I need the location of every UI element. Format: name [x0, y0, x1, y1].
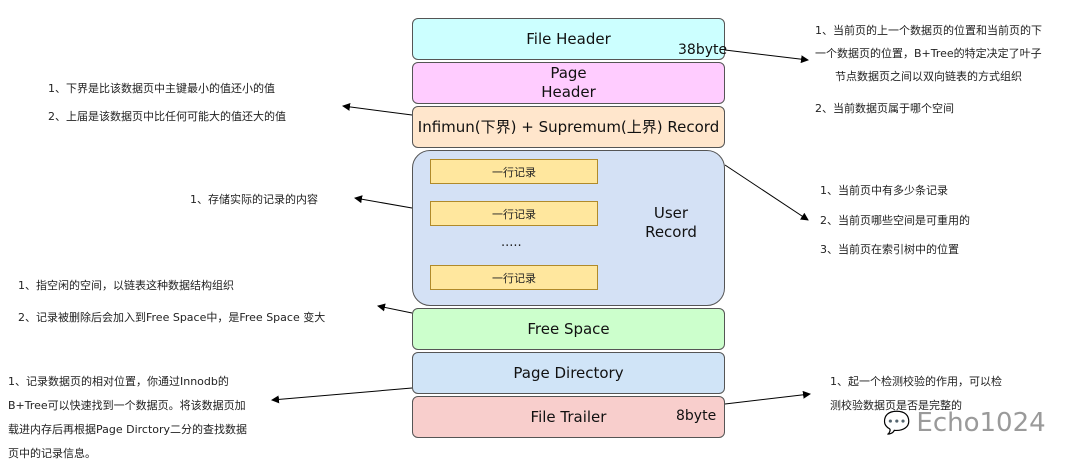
- user-record-label-2: Record: [645, 223, 697, 241]
- page-info-note-3: 3、当前页在索引树中的位置: [820, 243, 959, 256]
- file-trailer-note-1: 1、起一个检测校验的作用，可以检: [830, 375, 1002, 388]
- record-row: 一行记录: [430, 159, 598, 184]
- user-record-label-1: User: [653, 204, 689, 222]
- user-record-label: User Record: [636, 204, 706, 242]
- page-info-note-1: 1、当前页中有多少条记录: [820, 184, 948, 197]
- file-header-label: File Header: [526, 29, 611, 48]
- file-header-size: 38byte: [678, 42, 728, 58]
- file-trailer-block: File Trailer: [412, 396, 725, 438]
- page-header-block: Page Header: [412, 62, 725, 104]
- page-directory-label: Page Directory: [513, 363, 624, 382]
- file-trailer-size: 8byte: [676, 408, 717, 424]
- page-header-label-1: Page: [550, 64, 587, 82]
- file-trailer-note-2: 测校验数据页是否是完整的: [830, 399, 962, 412]
- free-space-block: Free Space: [412, 308, 725, 350]
- infimum-supremum-label: Infimun(下界) + Supremum(上界) Record: [417, 117, 720, 136]
- page-directory-note-1: 1、记录数据页的相对位置，你通过Innodb的: [8, 375, 229, 388]
- user-record-note: 1、存储实际的记录的内容: [190, 193, 318, 206]
- page-directory-note-2: B+Tree可以快速找到一个数据页。将该数据页加: [8, 399, 246, 412]
- wechat-icon: 💬: [883, 410, 911, 436]
- record-row: 一行记录: [430, 265, 598, 290]
- watermark: 💬 Echo1024: [883, 408, 1046, 438]
- arrow-file-header: [724, 49, 809, 64]
- infimum-note-2: 2、上届是该数据页中比任何可能大的值还大的值: [48, 110, 286, 123]
- free-space-note-1: 1、指空闲的空间，以链表这种数据结构组织: [18, 279, 234, 292]
- file-header-note-3: 节点数据页之间以双向链表的方式组织: [835, 70, 1022, 83]
- arrow-user-record: [354, 195, 413, 209]
- page-directory-block: Page Directory: [412, 352, 725, 394]
- watermark-text: Echo1024: [916, 408, 1046, 438]
- record-ellipsis: .....: [501, 235, 522, 250]
- arrow-infimum: [342, 102, 413, 116]
- arrow-page-header-info: [724, 164, 809, 221]
- file-trailer-label: File Trailer: [530, 407, 607, 426]
- page-directory-note-4: 页中的记录信息。: [8, 447, 96, 460]
- infimum-supremum-block: Infimun(下界) + Supremum(上界) Record: [412, 106, 725, 148]
- arrow-file-trailer: [724, 390, 811, 405]
- file-header-note-4: 2、当前数据页属于哪个空间: [815, 102, 954, 115]
- file-header-note-2: 一个数据页的位置，B+Tree的特定决定了叶子: [815, 47, 1042, 60]
- page-header-label-2: Header: [541, 83, 596, 101]
- free-space-label: Free Space: [527, 319, 610, 338]
- page-directory-note-3: 载进内存后再根据Page Dirctory二分的查找数据: [8, 423, 248, 436]
- record-row: 一行记录: [430, 201, 598, 226]
- page-info-note-2: 2、当前页哪些空间是可重用的: [820, 214, 970, 227]
- arrow-free-space: [377, 303, 413, 314]
- file-header-block: File Header: [412, 18, 725, 60]
- file-header-note-1: 1、当前页的上一个数据页的位置和当前页的下: [815, 24, 1042, 37]
- free-space-note-2: 2、记录被删除后会加入到Free Space中，是Free Space 变大: [18, 311, 326, 324]
- infimum-note-1: 1、下界是比该数据页中主键最小的值还小的值: [48, 82, 275, 95]
- arrow-page-directory: [271, 387, 413, 404]
